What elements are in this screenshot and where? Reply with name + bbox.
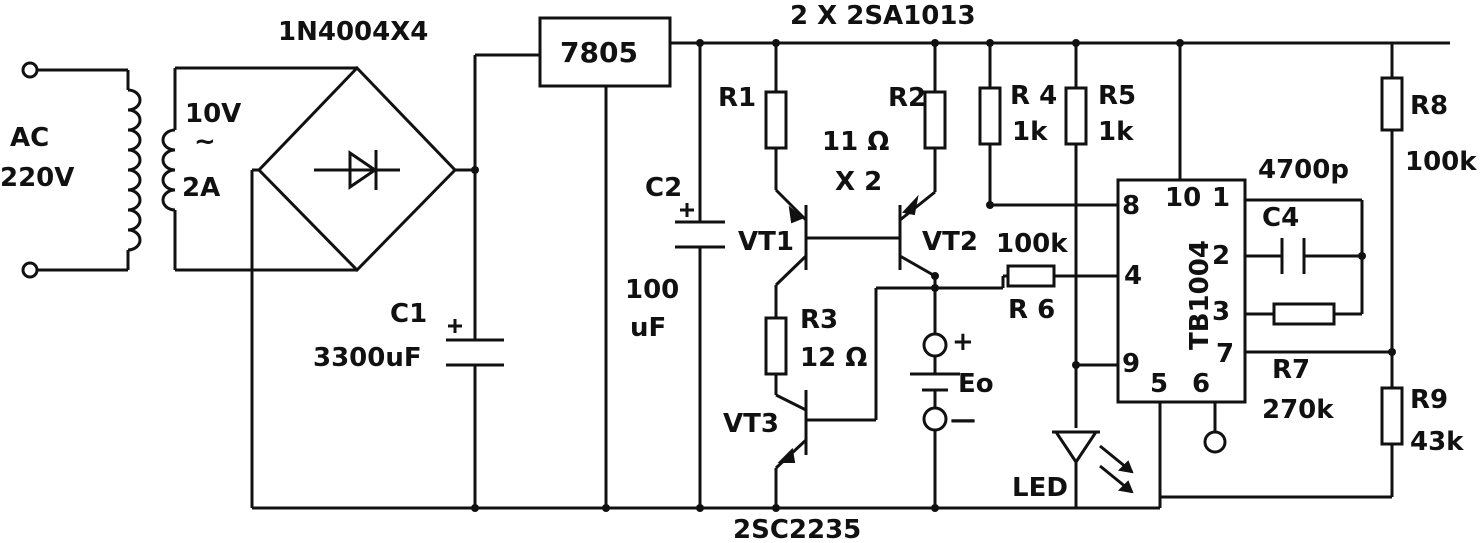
eo-plus-label: + (952, 327, 974, 357)
capacitor-c1: C1 3300uF (313, 55, 504, 508)
r4-value: 1k (1012, 117, 1048, 147)
ic-body (1116, 178, 1247, 404)
r9-label: R9 (1410, 385, 1448, 415)
ic-pin-1: 1 (1212, 183, 1230, 213)
r4-label: R 4 (1010, 81, 1057, 111)
c4-value: 4700p (1258, 155, 1349, 185)
resistor-r5: R5 1k (1064, 43, 1136, 428)
ic-pin-10: 10 (1165, 183, 1201, 213)
resistor-r4: R 4 1k (978, 43, 1118, 209)
ac-voltage-label: 220V (0, 163, 74, 193)
c2-value-1: 100 (625, 275, 679, 305)
r3-label: R3 (800, 305, 838, 335)
eo-minus-terminal (922, 406, 948, 432)
ic-pin-6: 6 (1192, 369, 1210, 399)
eo-minus-label: — (950, 405, 976, 435)
regulator-label: 7805 (560, 36, 638, 69)
r6-label: R 6 (1008, 295, 1055, 325)
vt3-label: VT3 (723, 409, 779, 439)
transistor-vt1: VT1 (738, 188, 900, 287)
secondary-coil (161, 128, 176, 212)
c2-value-2: uF (630, 313, 666, 343)
r6-value: 100k (996, 229, 1068, 259)
led: LED (1012, 430, 1134, 508)
r7-value: 270k (1262, 395, 1334, 425)
resistor-r1: R1 (718, 43, 788, 190)
pin3-resistor (1245, 302, 1362, 326)
ic-pin-8: 8 (1122, 191, 1140, 221)
capacitor-c2: C2 100 uF (625, 43, 725, 508)
ic-pin-4: 4 (1124, 261, 1142, 291)
bridge-rectifier: 1N4004X4 (250, 17, 479, 508)
vt2-label: VT2 (922, 227, 978, 257)
ac-terminal-top (21, 61, 39, 79)
c1-label: C1 (390, 299, 427, 329)
vt3-emitter-arrow-icon (777, 447, 796, 463)
c1-value: 3300uF (313, 343, 422, 373)
r5-label: R5 (1098, 81, 1136, 111)
secondary-current-label: 2A (182, 173, 220, 203)
ic-pin-7: 7 (1216, 339, 1234, 369)
c4-label: C4 (1262, 203, 1299, 233)
transistor-vt3: VT3 2SC2235 (723, 390, 861, 543)
r12-value-1: 11 Ω (822, 127, 889, 157)
r12-value-2: X 2 (835, 167, 882, 197)
regulator-7805: 7805 2 X 2SA1013 (475, 1, 1450, 508)
transistor-vt2: VT2 (898, 190, 978, 278)
resistor-r3: R3 12 Ω (764, 285, 867, 395)
r2-label: R2 (888, 83, 926, 113)
bridge-diamond (256, 65, 458, 273)
bridge-label: 1N4004X4 (278, 17, 428, 47)
primary-coil (127, 88, 142, 252)
bridge-diode-icon (348, 150, 378, 190)
resistor-r7: R7 270k (1245, 348, 1396, 425)
eo-plus-terminal (922, 332, 948, 358)
ac-input: AC 220V (0, 61, 130, 279)
transformer: 10V ~ 2A (127, 66, 357, 272)
battery-eo: + Eo — (910, 327, 994, 508)
r7-label: R7 (1272, 355, 1310, 385)
r8-label: R8 (1410, 91, 1448, 121)
secondary-voltage-label: 10V (185, 99, 241, 129)
ic-pin-3: 3 (1212, 297, 1230, 327)
ac-terminal-bottom (21, 261, 39, 279)
led-diode-icon (1053, 430, 1099, 465)
vt1-label: VT1 (738, 227, 794, 257)
ic-pin-9: 9 (1122, 349, 1140, 379)
resistor-r2: R2 11 Ω X 2 (822, 43, 947, 197)
r9-value: 43k (1410, 427, 1464, 457)
output-node (806, 272, 1005, 422)
resistor-r8: R8 100k (1380, 41, 1477, 388)
ground-rail (252, 495, 1392, 512)
vt2-emitter-arrow-icon (902, 194, 919, 216)
led-light-arrow-icon-2 (1117, 480, 1134, 494)
eo-label: Eo (958, 369, 994, 399)
vt3-type-label: 2SC2235 (733, 515, 861, 543)
ic-pin-2: 2 (1212, 241, 1230, 271)
r1-label: R1 (718, 83, 756, 113)
transistor-pair-label: 2 X 2SA1013 (790, 1, 976, 31)
resistor-r6: 100k R 6 (996, 229, 1118, 325)
r5-value: 1k (1098, 117, 1134, 147)
ic-pin-5: 5 (1150, 369, 1168, 399)
led-light-arrow-icon (1117, 460, 1134, 474)
secondary-tilde: ~ (194, 127, 216, 157)
r3-value: 12 Ω (800, 343, 867, 373)
resistor-r9: R9 43k (1380, 385, 1464, 497)
led-label: LED (1012, 473, 1068, 503)
c2-label: C2 (645, 173, 682, 203)
ic-label: TB1004 (1185, 240, 1215, 350)
capacitor-c4: 4700p C4 (1245, 155, 1366, 314)
ac-label: AC (10, 123, 49, 153)
vt1-emitter-arrow-icon (788, 205, 804, 224)
ic-tb1004: TB1004 8 10 1 2 3 4 7 9 5 6 (1116, 43, 1247, 508)
r8-value: 100k (1405, 147, 1477, 177)
pin6-terminal (1203, 430, 1227, 454)
